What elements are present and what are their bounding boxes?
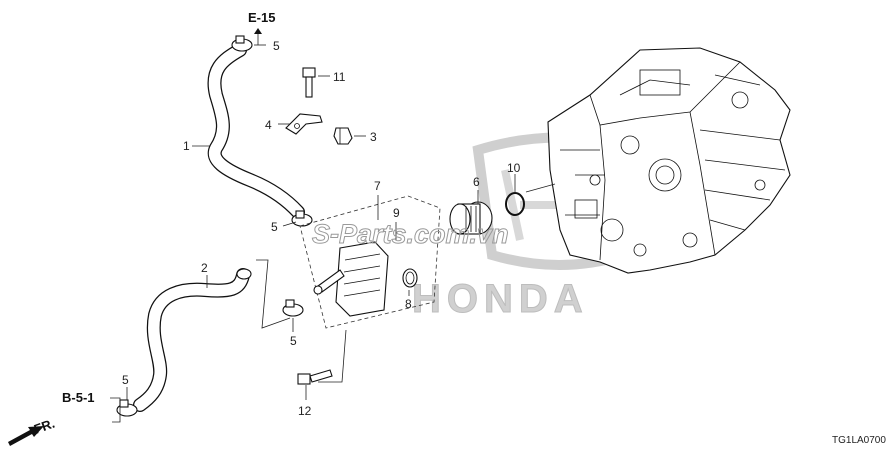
callout-8: 8 bbox=[405, 297, 412, 311]
callout-4: 4 bbox=[265, 118, 272, 132]
filter-icon bbox=[449, 201, 493, 235]
cooler-body bbox=[313, 241, 389, 317]
leader-lines bbox=[110, 32, 556, 423]
callout-1: 1 bbox=[183, 139, 190, 153]
callout-12: 12 bbox=[298, 404, 312, 418]
callout-10: 10 bbox=[507, 161, 521, 175]
front-indicator: FR. bbox=[32, 416, 57, 437]
callout-5-mid: 5 bbox=[271, 220, 278, 234]
hose-lower bbox=[133, 268, 252, 412]
bolt-top-icon bbox=[302, 67, 316, 98]
callout-5-low: 5 bbox=[290, 334, 297, 348]
reference-label-e15[interactable]: E-15 bbox=[248, 10, 275, 25]
cooler-assembly-frame bbox=[299, 195, 441, 329]
callout-6: 6 bbox=[473, 175, 480, 189]
clamp-low-icon bbox=[282, 299, 304, 317]
reference-label-b51[interactable]: B-5-1 bbox=[62, 390, 95, 405]
clamp-top-icon bbox=[231, 35, 253, 52]
callout-5-top: 5 bbox=[273, 39, 280, 53]
watermark: S-Parts.com.vn bbox=[312, 219, 509, 249]
callout-9: 9 bbox=[393, 206, 400, 220]
honda-logo: HONDA bbox=[412, 132, 646, 322]
callout-3: 3 bbox=[370, 130, 377, 144]
callout-2: 2 bbox=[201, 261, 208, 275]
hose-upper bbox=[207, 43, 305, 219]
front-arrow-icon bbox=[8, 426, 44, 446]
o-ring-small-icon bbox=[402, 268, 418, 288]
diagram-code: TG1LA0700 bbox=[832, 435, 886, 446]
clip-icon bbox=[333, 127, 353, 145]
clamp-mid-icon bbox=[291, 210, 313, 227]
transmission-case bbox=[547, 47, 791, 274]
honda-wordmark: HONDA bbox=[412, 277, 589, 321]
stay-bracket-icon bbox=[285, 113, 323, 135]
callout-11: 11 bbox=[333, 70, 346, 84]
callout-5-bottom: 5 bbox=[122, 373, 129, 387]
bolt-bottom-icon bbox=[297, 369, 333, 385]
callout-7: 7 bbox=[374, 179, 381, 193]
